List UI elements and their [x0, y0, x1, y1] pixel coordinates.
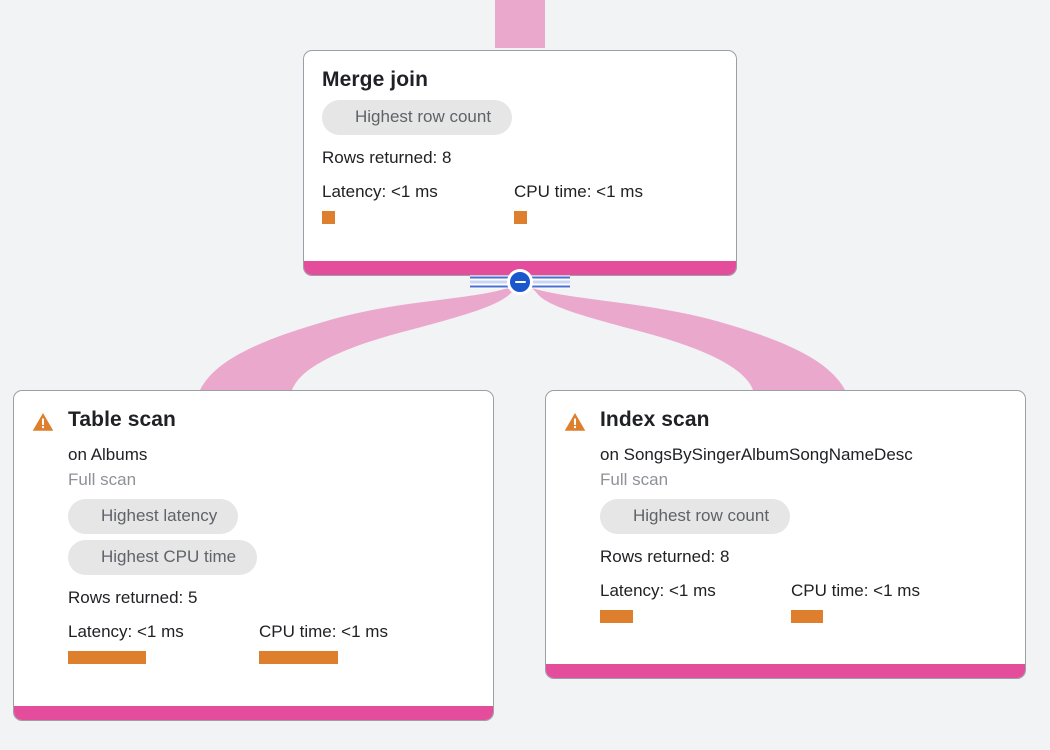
- metric-cpu-time-bar: [259, 651, 338, 664]
- node-scan-type: Full scan: [68, 470, 137, 489]
- metric-cpu-time-label: CPU time: <1 ms: [259, 622, 388, 641]
- node-index-scan[interactable]: Index scan on SongsBySingerAlbumSongName…: [545, 390, 1026, 679]
- metric-latency-label: Latency: <1 ms: [600, 581, 716, 600]
- metric-cpu-time-bar: [791, 610, 823, 623]
- node-title: Index scan: [600, 408, 710, 431]
- badge-highest-row-count[interactable]: Highest row count: [600, 499, 791, 534]
- node-metrics: Latency: <1 ms CPU time: <1 ms: [68, 622, 475, 664]
- badge-highest-latency[interactable]: Highest latency: [68, 499, 239, 534]
- metric-latency-bar: [600, 610, 633, 623]
- edge-merge-to-table-scan: [200, 288, 512, 390]
- node-title-row: Table scan on Albums Full scan Highest l…: [32, 407, 475, 664]
- metric-cpu-time: CPU time: <1 ms: [514, 182, 643, 224]
- node-badges: Highest row count: [322, 100, 718, 141]
- node-subtitle: on SongsBySingerAlbumSongNameDesc: [600, 445, 913, 464]
- metric-latency-bar: [68, 651, 146, 664]
- node-body: Table scan on Albums Full scan Highest l…: [14, 391, 493, 674]
- metric-latency-label: Latency: <1 ms: [68, 622, 184, 641]
- edge-merge-to-index-scan: [532, 288, 845, 390]
- node-footer-bar: [546, 664, 1025, 678]
- node-scan-type: Full scan: [600, 470, 669, 489]
- metric-cpu-time-label: CPU time: <1 ms: [514, 182, 643, 201]
- node-footer-bar: [304, 261, 736, 275]
- rows-returned: Rows returned: 8: [322, 148, 452, 167]
- rows-returned: Rows returned: 5: [68, 588, 198, 607]
- collapse-toggle-wrap[interactable]: [470, 269, 570, 295]
- node-title-row: Index scan on SongsBySingerAlbumSongName…: [564, 407, 1007, 623]
- node-subtitle: on Albums: [68, 445, 148, 464]
- edge-incoming-top: [495, 0, 545, 48]
- rows-returned: Rows returned: 8: [600, 547, 730, 566]
- node-metrics: Latency: <1 ms CPU time: <1 ms: [600, 581, 1007, 623]
- metric-cpu-time-bar: [514, 211, 527, 224]
- metric-cpu-time: CPU time: <1 ms: [259, 622, 388, 664]
- node-body: Index scan on SongsBySingerAlbumSongName…: [546, 391, 1025, 633]
- metric-latency: Latency: <1 ms: [322, 182, 514, 224]
- metric-cpu-time-label: CPU time: <1 ms: [791, 581, 920, 600]
- minus-circle-icon[interactable]: [507, 269, 533, 295]
- metric-latency: Latency: <1 ms: [600, 581, 791, 623]
- node-table-scan[interactable]: Table scan on Albums Full scan Highest l…: [13, 390, 494, 721]
- metric-latency-bar: [322, 211, 335, 224]
- node-title: Merge join: [322, 68, 429, 91]
- warning-triangle-icon: [32, 413, 54, 431]
- node-badges: Highest latency Highest CPU time: [68, 499, 475, 581]
- node-body: Merge join Highest row count Rows return…: [304, 51, 736, 234]
- node-badges: Highest row count: [600, 499, 1007, 540]
- node-metrics: Latency: <1 ms CPU time: <1 ms: [322, 182, 718, 224]
- node-title: Table scan: [68, 408, 176, 431]
- badge-highest-row-count[interactable]: Highest row count: [322, 100, 513, 135]
- warning-triangle-icon: [564, 413, 586, 431]
- node-title-row: Merge join Highest row count Rows return…: [322, 67, 718, 224]
- metric-latency-label: Latency: <1 ms: [322, 182, 438, 201]
- metric-cpu-time: CPU time: <1 ms: [791, 581, 920, 623]
- node-merge-join[interactable]: Merge join Highest row count Rows return…: [303, 50, 737, 276]
- metric-latency: Latency: <1 ms: [68, 622, 259, 664]
- badge-highest-cpu-time[interactable]: Highest CPU time: [68, 540, 258, 575]
- node-footer-bar: [14, 706, 493, 720]
